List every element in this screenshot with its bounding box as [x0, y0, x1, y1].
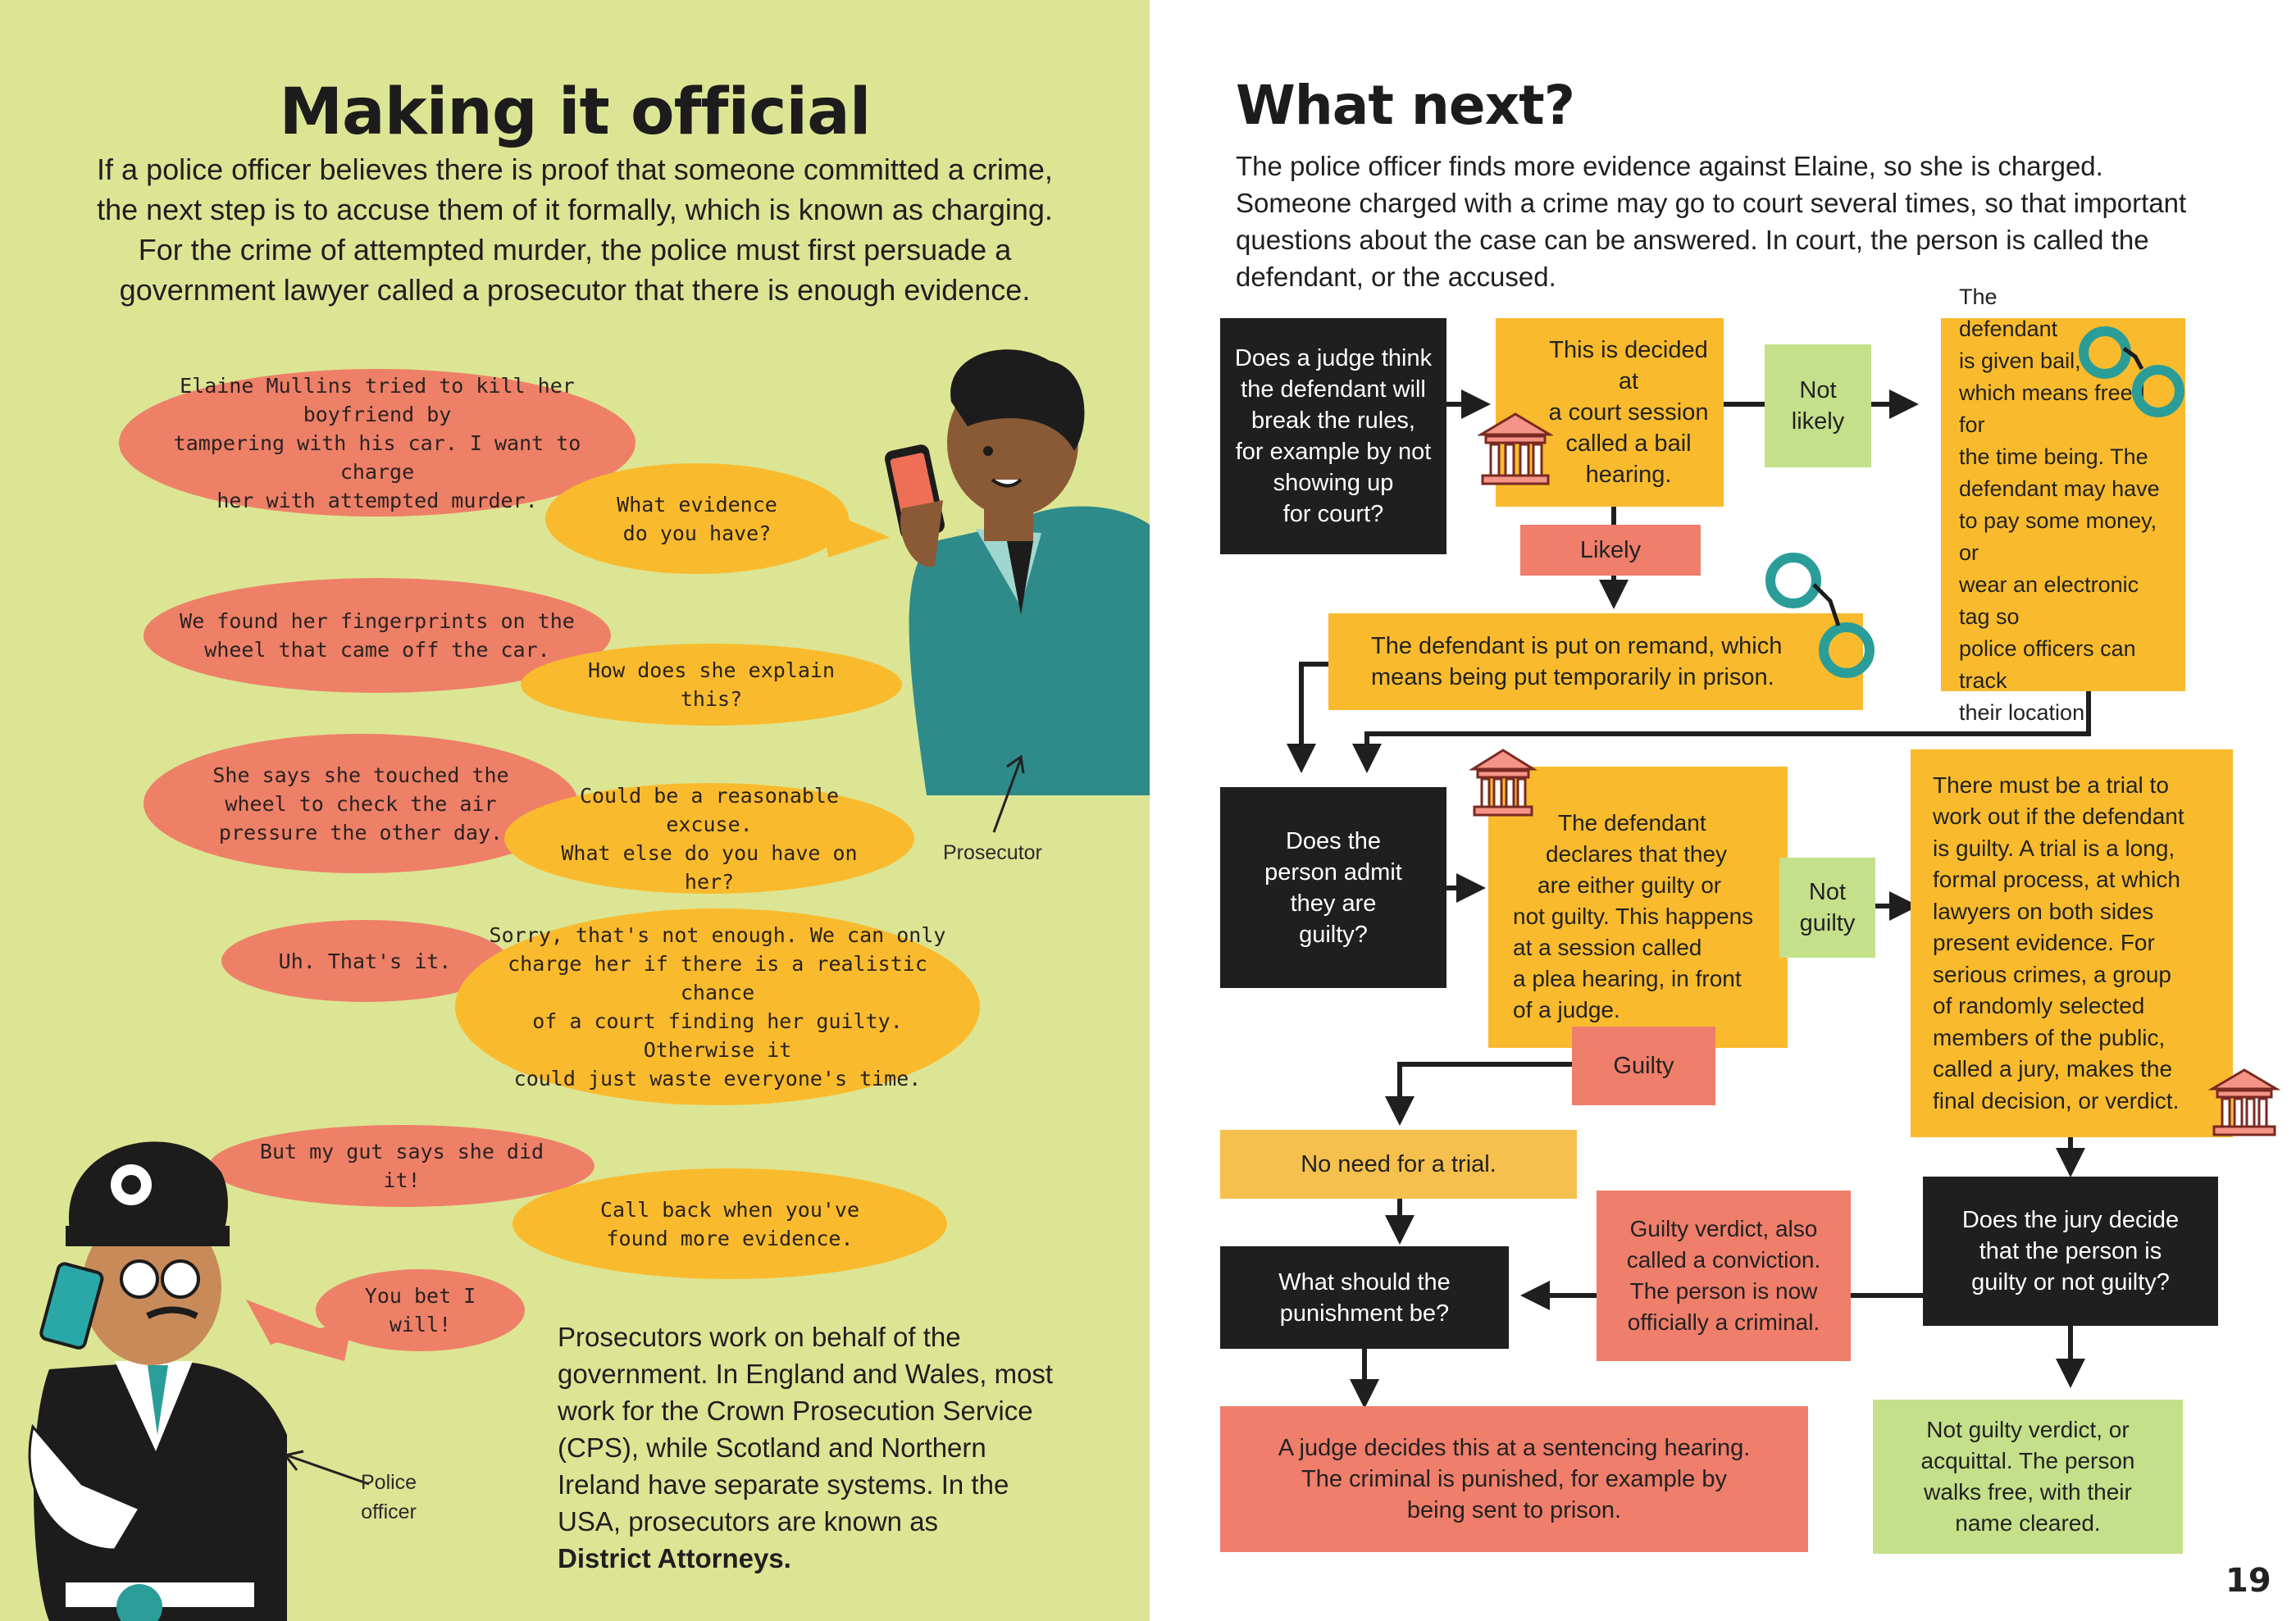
handcuffs-icon — [2079, 326, 2184, 417]
prosecutor-label: Prosecutor — [943, 841, 1042, 864]
intro-line: If a police officer believes there is pr… — [97, 153, 1053, 186]
prosecutor-illustration — [885, 349, 1150, 795]
likely-label: Likely — [1520, 525, 1701, 576]
intro-line: the next step is to accuse them of it fo… — [97, 193, 1053, 226]
speech-bubble-prosecutor: How does she explain this? — [521, 644, 902, 726]
courthouse-icon — [1469, 749, 1537, 817]
arrow-to-officer — [283, 1450, 370, 1486]
guilty-label: Guilty — [1572, 1027, 1715, 1105]
right-intro: The police officer finds more evidence a… — [1236, 151, 2187, 292]
speech-bubble-prosecutor: Could be a reasonable excuse.What else d… — [504, 783, 914, 894]
arrow-to-prosecutor — [992, 754, 1025, 833]
courthouse-icon — [2207, 1068, 2281, 1136]
intro-line: government lawyer called a prosecutor th… — [119, 273, 1031, 307]
left-page: Making it official If a police officer b… — [0, 0, 1150, 1621]
left-page-title: Making it official — [279, 75, 871, 149]
intro-line: For the crime of attempted murder, the p… — [138, 233, 1012, 266]
handcuffs-icon — [1765, 553, 1875, 678]
speech-bubble-officer: Elaine Mullins tried to kill her boyfrie… — [119, 369, 636, 517]
police-officer-illustration — [28, 1141, 287, 1621]
no-trial-box: No need for a trial. — [1220, 1130, 1577, 1199]
speech-bubble-officer: You bet I will! — [316, 1269, 525, 1351]
police-officer-label: Police officer — [361, 1471, 417, 1523]
flowchart-connectors — [1287, 389, 2091, 1409]
sentencing-box: A judge decides this at a sentencing hea… — [1220, 1406, 1808, 1552]
right-page-title: What next? — [1236, 74, 1575, 137]
page-number: 19 — [2225, 1562, 2271, 1600]
prosecutors-info-text: Prosecutors work on behalf of the govern… — [558, 1322, 1054, 1573]
left-intro: If a police officer believes there is pr… — [49, 149, 1100, 310]
courthouse-icon — [1478, 412, 1553, 485]
right-page: What next? The police officer finds more… — [1150, 0, 2296, 1621]
speech-bubble-officer: But my gut says she did it! — [209, 1125, 594, 1207]
